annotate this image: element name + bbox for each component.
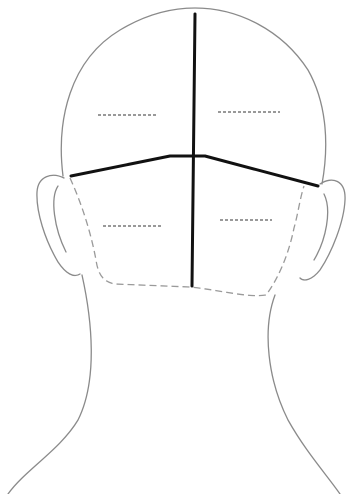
neck-right (268, 295, 340, 494)
lower-hairline (70, 178, 304, 296)
left-ear-inner (54, 186, 66, 252)
right-ear-inner (314, 194, 328, 260)
neck-left (8, 275, 91, 494)
left-ear (37, 175, 80, 275)
vertical-part-line (192, 14, 195, 286)
right-ear (300, 180, 345, 280)
